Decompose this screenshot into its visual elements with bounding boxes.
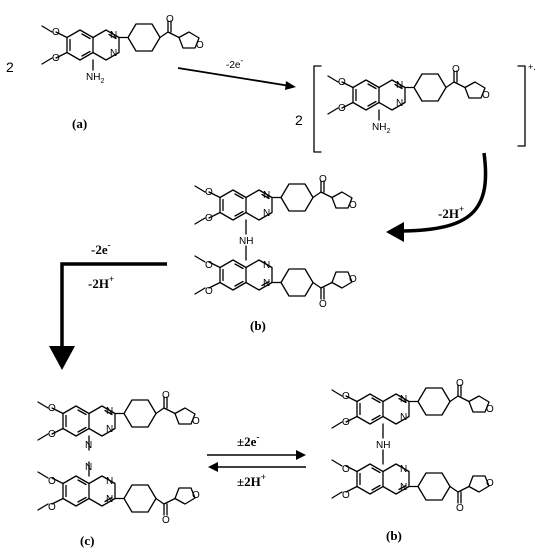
coefficient-a: 2 — [6, 59, 14, 75]
svg-text:O: O — [456, 378, 464, 389]
svg-text:O: O — [319, 299, 327, 310]
arrow-step3-label-bottom: -2H+ — [88, 274, 114, 291]
svg-text:N: N — [400, 394, 407, 405]
svg-text:O: O — [486, 478, 494, 489]
svg-text:O: O — [48, 476, 56, 487]
arrow-step1-label: -2e- — [226, 56, 243, 71]
svg-text:O: O — [205, 213, 213, 224]
svg-text:O: O — [456, 503, 464, 514]
svg-text:O: O — [342, 490, 350, 501]
arrow-step2: -2H+ — [386, 152, 488, 242]
svg-text:O: O — [319, 174, 327, 185]
svg-text:O: O — [486, 404, 494, 415]
molecule-b-middle: NH N N N N O O O O O O O O — [194, 174, 357, 310]
molecule-a: N N O O O O NH2 — [41, 14, 204, 85]
svg-text:O: O — [48, 403, 56, 414]
svg-text:N: N — [106, 494, 113, 505]
svg-text:N: N — [396, 80, 403, 91]
svg-text:O: O — [205, 187, 213, 198]
svg-text:O: O — [162, 390, 170, 401]
svg-text:N: N — [400, 482, 407, 493]
svg-text:N: N — [106, 476, 113, 487]
svg-text:N: N — [263, 190, 270, 201]
svg-text:O: O — [342, 417, 350, 428]
radical-charge: +. — [528, 62, 536, 72]
equilibrium-arrows: ±2e- ±2H+ — [207, 432, 306, 489]
svg-text:O: O — [349, 274, 357, 285]
svg-text:O: O — [52, 53, 60, 64]
svg-text:O: O — [166, 14, 174, 25]
svg-text:N: N — [85, 462, 92, 473]
svg-text:NH: NH — [376, 440, 390, 451]
amine-a-label: NH2 — [86, 72, 104, 85]
label-b-middle: (b) — [250, 318, 266, 333]
svg-text:O: O — [342, 464, 350, 475]
svg-text:O: O — [205, 260, 213, 271]
svg-text:N: N — [110, 30, 117, 41]
svg-text:O: O — [52, 27, 60, 38]
radical-brackets — [313, 65, 526, 153]
svg-text:N: N — [400, 412, 407, 423]
svg-text:O: O — [452, 64, 460, 75]
svg-text:N: N — [263, 260, 270, 271]
svg-text:N: N — [263, 208, 270, 219]
svg-text:O: O — [349, 200, 357, 211]
svg-text:N: N — [85, 440, 92, 451]
label-a: (a) — [72, 116, 87, 131]
svg-text:N: N — [396, 98, 403, 109]
equilibrium-label-top: ±2e- — [237, 432, 259, 449]
svg-text:N: N — [263, 278, 270, 289]
label-b-right: (b) — [386, 528, 402, 543]
svg-text:O: O — [48, 429, 56, 440]
label-c: (c) — [80, 533, 94, 548]
coefficient-radical: 2 — [295, 112, 303, 128]
svg-text:N: N — [106, 424, 113, 435]
svg-text:N: N — [110, 48, 117, 59]
equilibrium-label-bottom: ±2H+ — [237, 472, 266, 489]
svg-text:O: O — [48, 502, 56, 513]
svg-text:O: O — [192, 490, 200, 501]
amine-radical-label: NH2 — [372, 122, 390, 135]
molecule-b-right: NH N N N N O O O O O O O O — [331, 378, 494, 514]
svg-text:O: O — [338, 103, 346, 114]
arrow-step2-label: -2H+ — [438, 204, 464, 221]
svg-text:O: O — [192, 416, 200, 427]
svg-text:O: O — [196, 40, 204, 51]
svg-text:O: O — [205, 286, 213, 297]
svg-text:N: N — [106, 406, 113, 417]
svg-text:N: N — [400, 464, 407, 475]
radical-cation: N N O O O O NH2 — [327, 64, 490, 135]
arrow-step1: -2e- — [177, 56, 296, 90]
svg-text:O: O — [482, 90, 490, 101]
arrow-step3: -2e- -2H+ — [49, 240, 167, 370]
svg-text:O: O — [162, 515, 170, 526]
molecule-c: N N N N N N O O O O O O O O — [37, 390, 200, 526]
svg-text:O: O — [338, 77, 346, 88]
svg-text:O: O — [342, 391, 350, 402]
arrow-step3-label-top: -2e- — [91, 240, 111, 257]
svg-text:NH: NH — [239, 236, 253, 247]
